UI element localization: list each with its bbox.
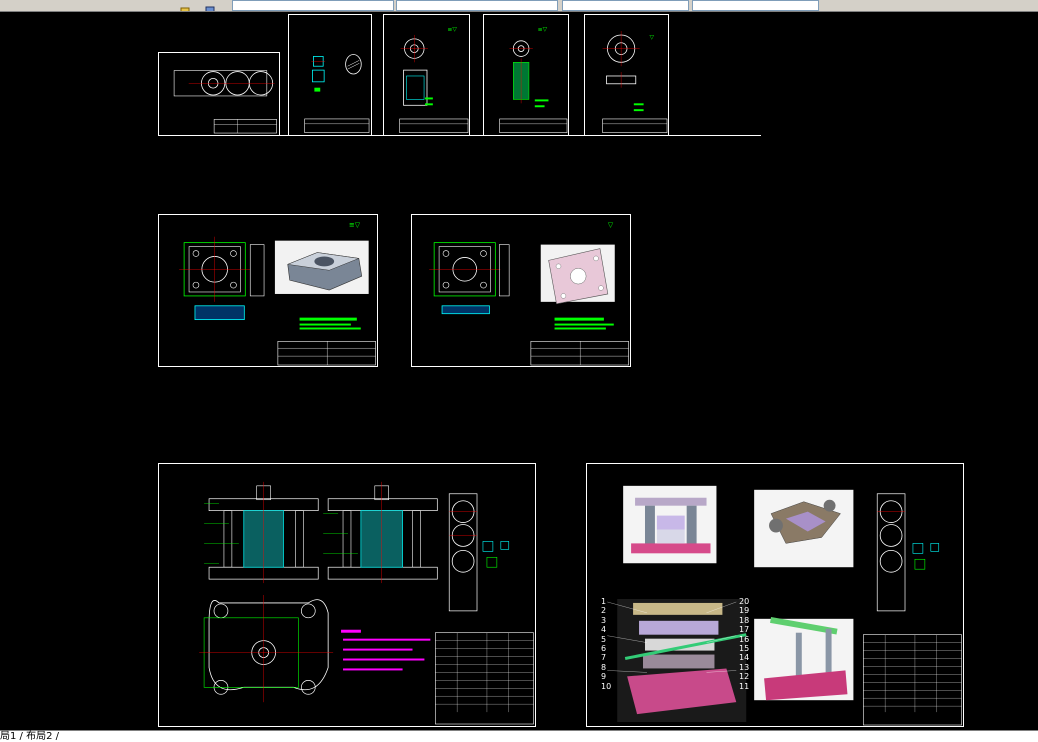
layout-tabs[interactable]: 局1 / 布局2 / bbox=[0, 731, 59, 742]
drawing-sheet-roller-assembly[interactable] bbox=[158, 52, 280, 136]
balloon-number: 19 bbox=[739, 606, 750, 616]
balloon-number: 12 bbox=[739, 672, 750, 682]
drawing-sheet-guide-post[interactable]: ≡▽ bbox=[483, 14, 569, 136]
drawing-sheet-pin[interactable] bbox=[288, 14, 372, 136]
balloon-number: 14 bbox=[739, 653, 750, 663]
drawing-sheet-washer[interactable]: ▽ bbox=[584, 14, 669, 136]
drawing-sheet-die-plate[interactable]: ≡▽ bbox=[158, 214, 378, 367]
balloon-number: 10 bbox=[601, 681, 612, 691]
balloon-number: 4 bbox=[601, 625, 607, 635]
balloon-number: 6 bbox=[601, 644, 607, 654]
top-toolbar bbox=[0, 0, 1038, 12]
balloon-number: 9 bbox=[601, 672, 607, 682]
balloon-number: 8 bbox=[601, 662, 607, 672]
color-dropdown[interactable] bbox=[396, 0, 558, 11]
balloon-number: 20 bbox=[739, 597, 750, 606]
drawing-sheet-die-assembly[interactable] bbox=[158, 463, 536, 727]
layer-dropdown[interactable] bbox=[232, 0, 394, 11]
lineweight-dropdown[interactable] bbox=[692, 0, 819, 11]
balloon-number: 2 bbox=[601, 606, 607, 616]
balloon-number: 13 bbox=[739, 662, 750, 672]
balloon-number: 7 bbox=[601, 653, 607, 663]
balloon-number: 11 bbox=[739, 681, 750, 691]
balloon-number: 3 bbox=[601, 615, 607, 625]
drawing-sheet-bushing[interactable]: ≡▽ bbox=[383, 14, 470, 136]
balloon-number: 15 bbox=[739, 644, 750, 654]
drawing-sheet-punch-plate[interactable]: ▽ bbox=[411, 214, 631, 367]
save-icon[interactable] bbox=[205, 0, 215, 11]
linetype-dropdown[interactable] bbox=[562, 0, 689, 11]
svg-text:≡▽: ≡▽ bbox=[349, 221, 361, 229]
row-divider-line bbox=[158, 135, 761, 136]
open-icon[interactable] bbox=[180, 0, 190, 11]
balloon-number: 1 bbox=[601, 597, 607, 606]
layout-tab-bar: 局1 / 布局2 / bbox=[0, 730, 1038, 742]
balloon-number: 18 bbox=[739, 615, 750, 625]
balloon-number: 16 bbox=[739, 634, 750, 644]
svg-text:≡▽: ≡▽ bbox=[538, 27, 548, 33]
balloon-number: 5 bbox=[601, 634, 607, 644]
svg-text:≡▽: ≡▽ bbox=[448, 27, 458, 33]
model-space-canvas[interactable]: ≡▽ ≡▽ ▽ bbox=[0, 12, 1038, 730]
balloon-number: 17 bbox=[739, 625, 750, 635]
svg-text:▽: ▽ bbox=[608, 221, 614, 229]
svg-text:▽: ▽ bbox=[649, 35, 654, 41]
